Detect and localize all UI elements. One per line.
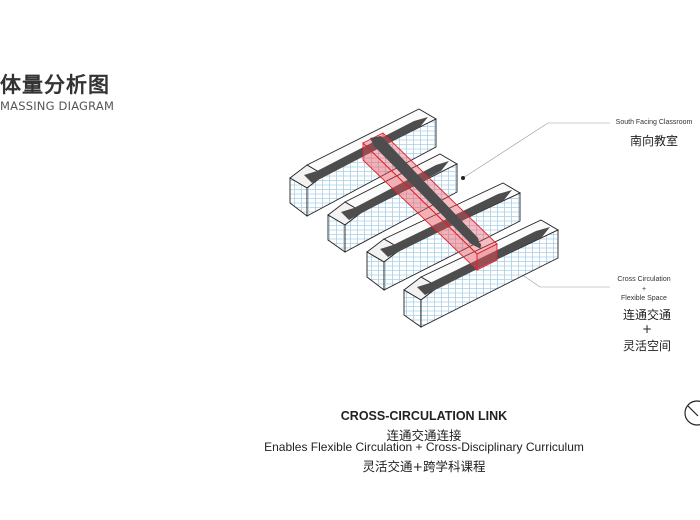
caption-en-line: Enables Flexible Circulation + Cross-Dis… [264, 440, 584, 454]
cross-circulation-arrow [370, 136, 481, 249]
cross-circulation-plus-en: + [641, 286, 647, 293]
south-classroom-label-en: South Facing Classroom [615, 119, 693, 126]
cross-circulation-plus-cn: + [641, 322, 653, 336]
caption-cn-line2: 灵活交通+跨学科课程 [362, 459, 486, 474]
classroom-bar-4 [403, 219, 559, 328]
cross-circulation-label-en: Cross Circulation [617, 276, 671, 283]
classroom-bar-2 [327, 153, 458, 253]
flexible-space-label-en: Flexible Space [621, 295, 667, 302]
page-subtitle: MASSING DIAGRAM [0, 99, 115, 113]
south-leader-dot [461, 176, 465, 180]
cross-circulation-label-cn: 连通交通 [622, 308, 671, 322]
south-classroom-label-cn: 南向教室 [629, 134, 678, 148]
caption-cn-line1: 连通交通连接 [386, 428, 462, 443]
flexible-space-label-cn: 灵活空间 [622, 339, 671, 353]
south-leader-line [462, 122, 610, 179]
classroom-bar-1 [289, 108, 437, 217]
page-title: 体量分析图 [0, 73, 110, 97]
caption-title: CROSS-CIRCULATION LINK [340, 409, 508, 423]
compass-icon [684, 400, 700, 426]
